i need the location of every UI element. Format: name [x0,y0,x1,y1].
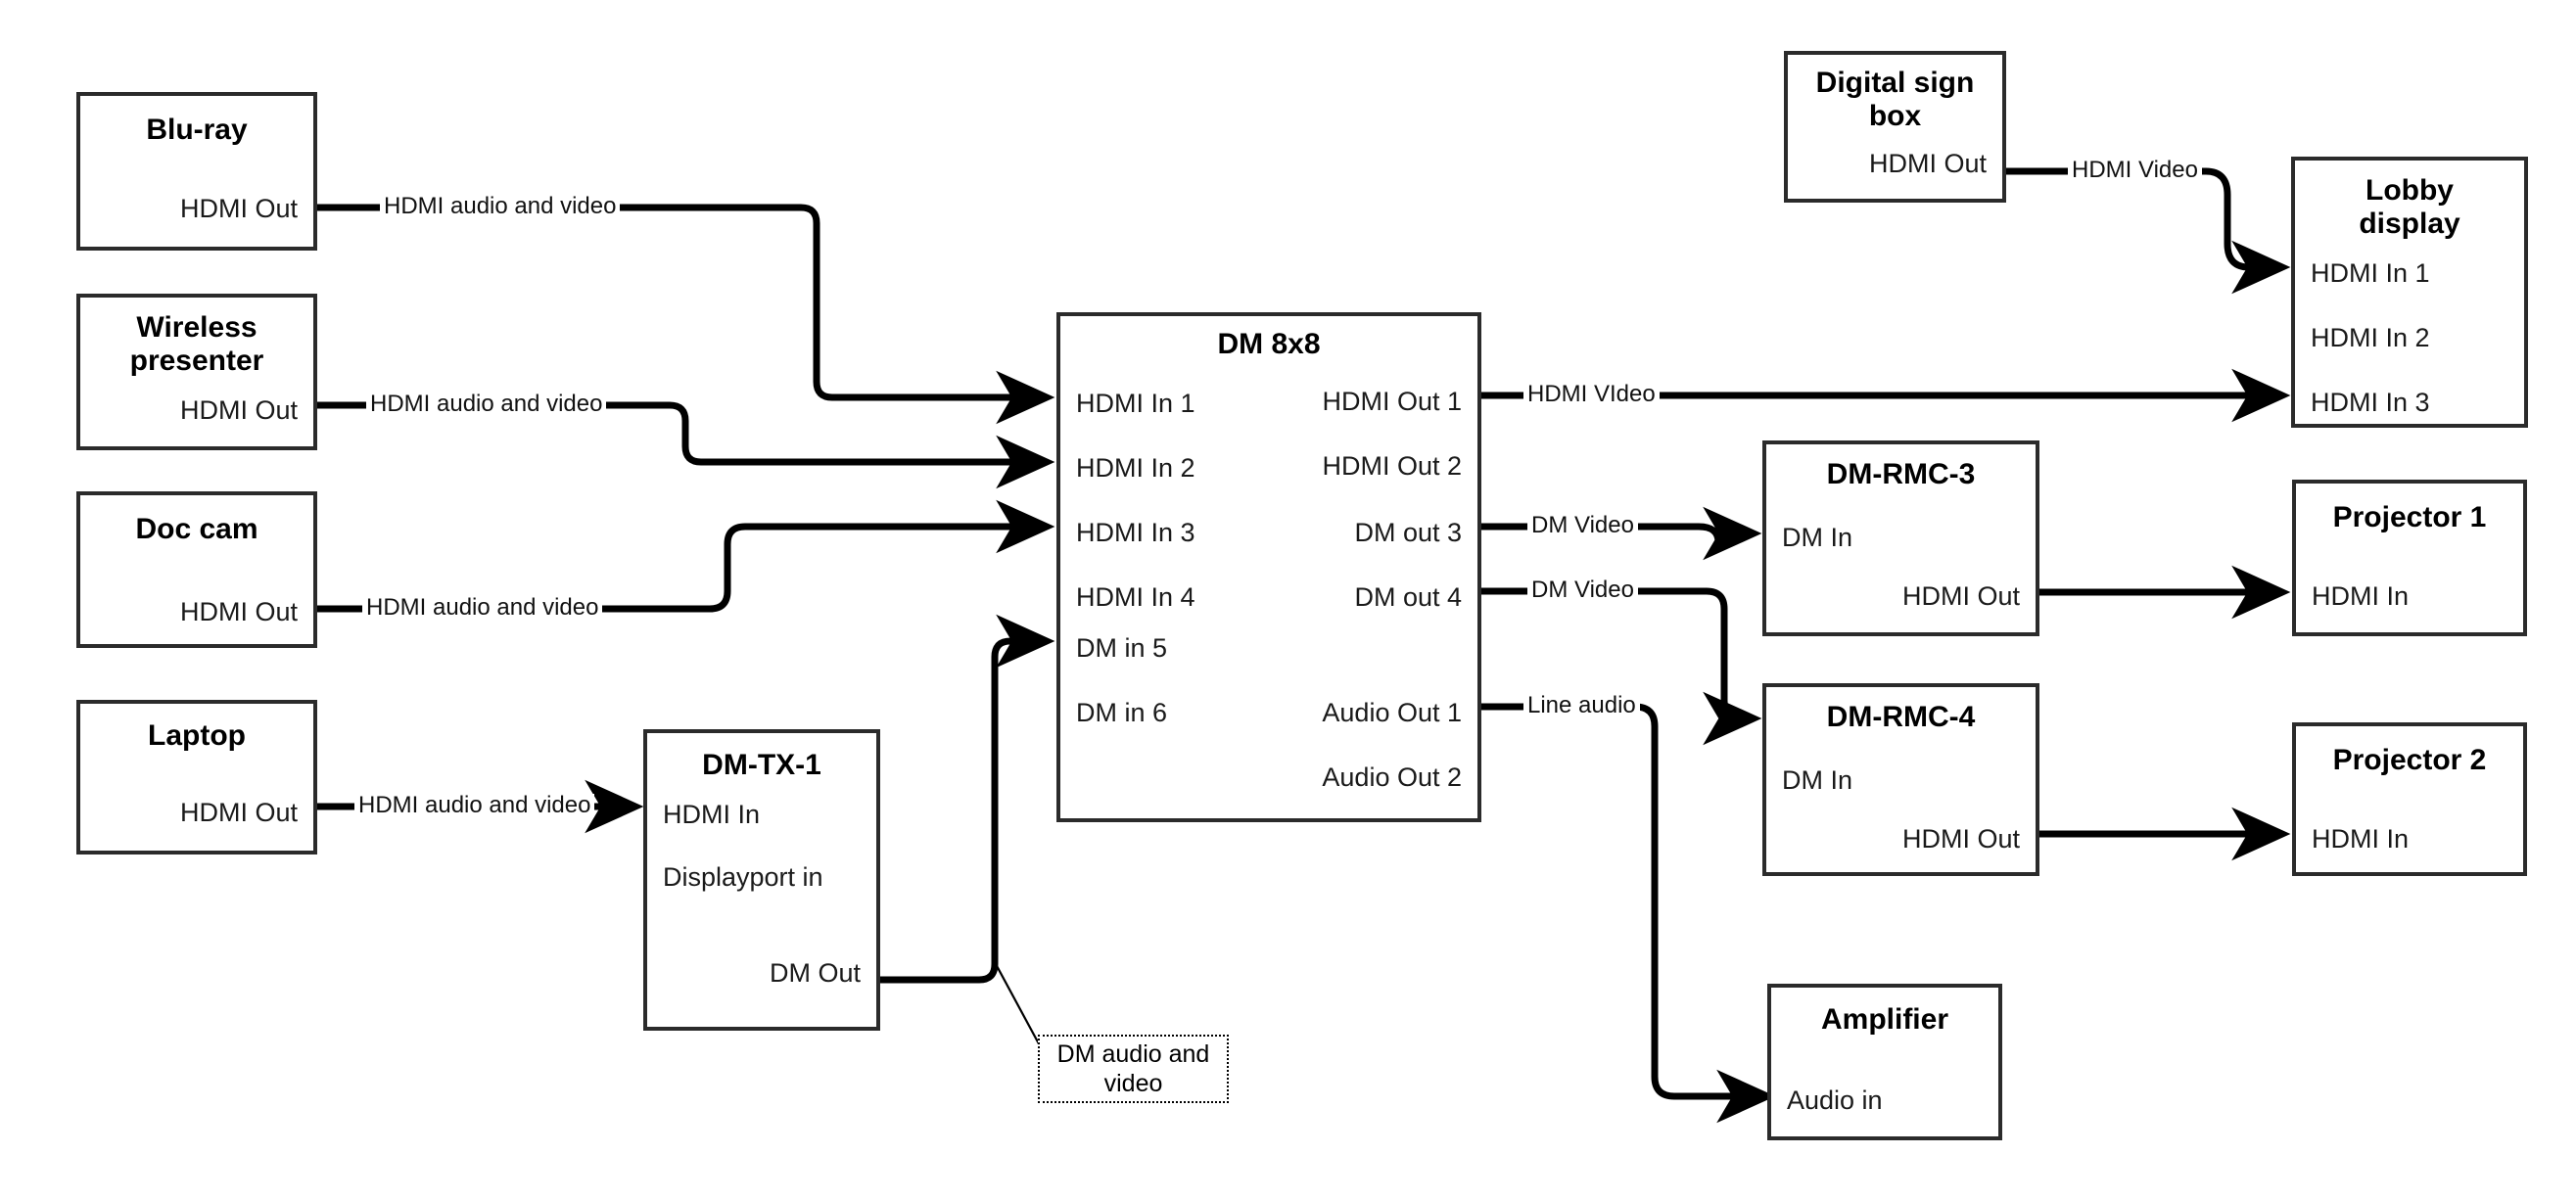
port-laptop-hdmi-out[interactable]: HDMI Out [179,798,298,827]
wire-label-dm-out-4: DM Video [1527,578,1638,602]
note-dm-audio-and-video: DM audio and video [1038,1035,1229,1103]
port-dm8x8-dm-out-4[interactable]: DM out 4 [1354,582,1462,612]
port-dm8x8-dm-in-5[interactable]: DM in 5 [1076,633,1168,663]
node-digital-sign-box-title: Digital sign box [1815,67,1975,132]
node-doc-cam-title: Doc cam [135,513,258,545]
node-bluray-title: Blu-ray [146,114,248,146]
node-dm-rmc-3-title: DM-RMC-3 [1826,458,1976,490]
node-lobby-display[interactable]: Lobby display HDMI In 1 HDMI In 2 HDMI I… [2291,157,2528,428]
wire-digitalsign-to-lobby-hdmi-in-1 [2006,167,2291,295]
leader-line-dm-note [994,961,1043,1050]
node-dm-tx-1[interactable]: DM-TX-1 HDMI In Displayport in DM Out [643,729,880,1031]
port-rmc3-hdmi-out[interactable]: HDMI Out [1901,581,2020,611]
port-dmtx1-hdmi-in[interactable]: HDMI In [663,800,761,829]
wire-label-laptop-to-dmtx: HDMI audio and video [354,794,595,817]
port-dmtx1-dm-out[interactable]: DM Out [769,958,861,988]
port-rmc3-dm-in[interactable]: DM In [1782,523,1853,552]
port-dm8x8-hdmi-in-2[interactable]: HDMI In 2 [1076,453,1195,483]
node-laptop[interactable]: Laptop HDMI Out [76,700,317,855]
port-wireless-hdmi-out[interactable]: HDMI Out [179,395,298,425]
port-dm8x8-dm-out-3[interactable]: DM out 3 [1354,518,1462,547]
port-projector1-hdmi-in[interactable]: HDMI In [2312,581,2410,611]
wire-bluray-to-dm8x8-hdmi-in-1 [317,204,1055,425]
port-doccam-hdmi-out[interactable]: HDMI Out [179,597,298,626]
node-digital-sign-box[interactable]: Digital sign box HDMI Out [1784,51,2006,203]
port-rmc4-hdmi-out[interactable]: HDMI Out [1901,824,2020,854]
node-wireless-presenter-title: Wireless presenter [129,311,264,377]
wire-label-dm-out-3: DM Video [1527,514,1638,537]
wire-label-sign-to-lobby: HDMI Video [2068,159,2202,182]
node-bluray[interactable]: Blu-ray HDMI Out [76,92,317,251]
wire-label-audio-out-1: Line audio [1523,694,1640,717]
port-dm8x8-hdmi-out-2[interactable]: HDMI Out 2 [1322,451,1462,481]
port-rmc4-dm-in[interactable]: DM In [1782,765,1853,795]
node-projector-2-title: Projector 2 [2332,744,2487,776]
port-dm8x8-hdmi-out-1[interactable]: HDMI Out 1 [1322,387,1462,416]
node-projector-1-title: Projector 1 [2332,501,2487,533]
node-amplifier[interactable]: Amplifier Audio in [1767,984,2002,1140]
port-lobby-hdmi-in-3[interactable]: HDMI In 3 [2311,388,2430,417]
node-laptop-title: Laptop [148,719,246,752]
port-lobby-hdmi-in-1[interactable]: HDMI In 1 [2311,258,2430,288]
node-wireless-presenter[interactable]: Wireless presenter HDMI Out [76,294,317,450]
port-bluray-hdmi-out[interactable]: HDMI Out [179,194,298,223]
node-dm-8x8[interactable]: DM 8x8 HDMI In 1 HDMI In 2 HDMI In 3 HDM… [1056,312,1481,822]
node-dm-8x8-title: DM 8x8 [1217,328,1321,360]
node-dm-rmc-3[interactable]: DM-RMC-3 DM In HDMI Out [1762,440,2039,636]
port-amplifier-audio-in[interactable]: Audio in [1787,1086,1883,1115]
node-dm-rmc-4-title: DM-RMC-4 [1826,701,1976,733]
node-projector-2[interactable]: Projector 2 HDMI In [2292,722,2527,876]
port-lobby-hdmi-in-2[interactable]: HDMI In 2 [2311,323,2430,352]
wire-dm8x8-audio-out-1-to-amplifier [1481,703,1776,1124]
node-dm-rmc-4[interactable]: DM-RMC-4 DM In HDMI Out [1762,683,2039,876]
port-dm8x8-dm-in-6[interactable]: DM in 6 [1076,698,1168,727]
port-dm8x8-hdmi-in-3[interactable]: HDMI In 3 [1076,518,1195,547]
wire-label-wireless-to-dm: HDMI audio and video [366,393,607,416]
node-projector-1[interactable]: Projector 1 HDMI In [2292,480,2527,636]
node-lobby-display-title: Lobby display [2359,174,2460,240]
port-dm8x8-audio-out-2[interactable]: Audio Out 2 [1322,762,1462,792]
node-dm-tx-1-title: DM-TX-1 [702,749,821,781]
port-dmtx1-displayport-in[interactable]: Displayport in [663,862,823,892]
wire-dmtx1-to-dm8x8-dm-in-5 [880,614,1055,984]
port-dm8x8-hdmi-in-1[interactable]: HDMI In 1 [1076,389,1195,418]
port-dm8x8-hdmi-in-4[interactable]: HDMI In 4 [1076,582,1195,612]
wire-label-dm-hdmi-out-1: HDMI VIdeo [1523,383,1660,406]
note-dm-audio-and-video-text: DM audio and video [1056,1040,1210,1097]
wire-label-doccam-to-dm: HDMI audio and video [362,596,603,620]
port-digitalsign-hdmi-out[interactable]: HDMI Out [1868,149,1987,178]
port-projector2-hdmi-in[interactable]: HDMI In [2312,824,2410,854]
node-doc-cam[interactable]: Doc cam HDMI Out [76,491,317,648]
node-amplifier-title: Amplifier [1820,1003,1949,1036]
port-dm8x8-audio-out-1[interactable]: Audio Out 1 [1322,698,1462,727]
wire-label-bluray-to-dm: HDMI audio and video [380,195,621,218]
